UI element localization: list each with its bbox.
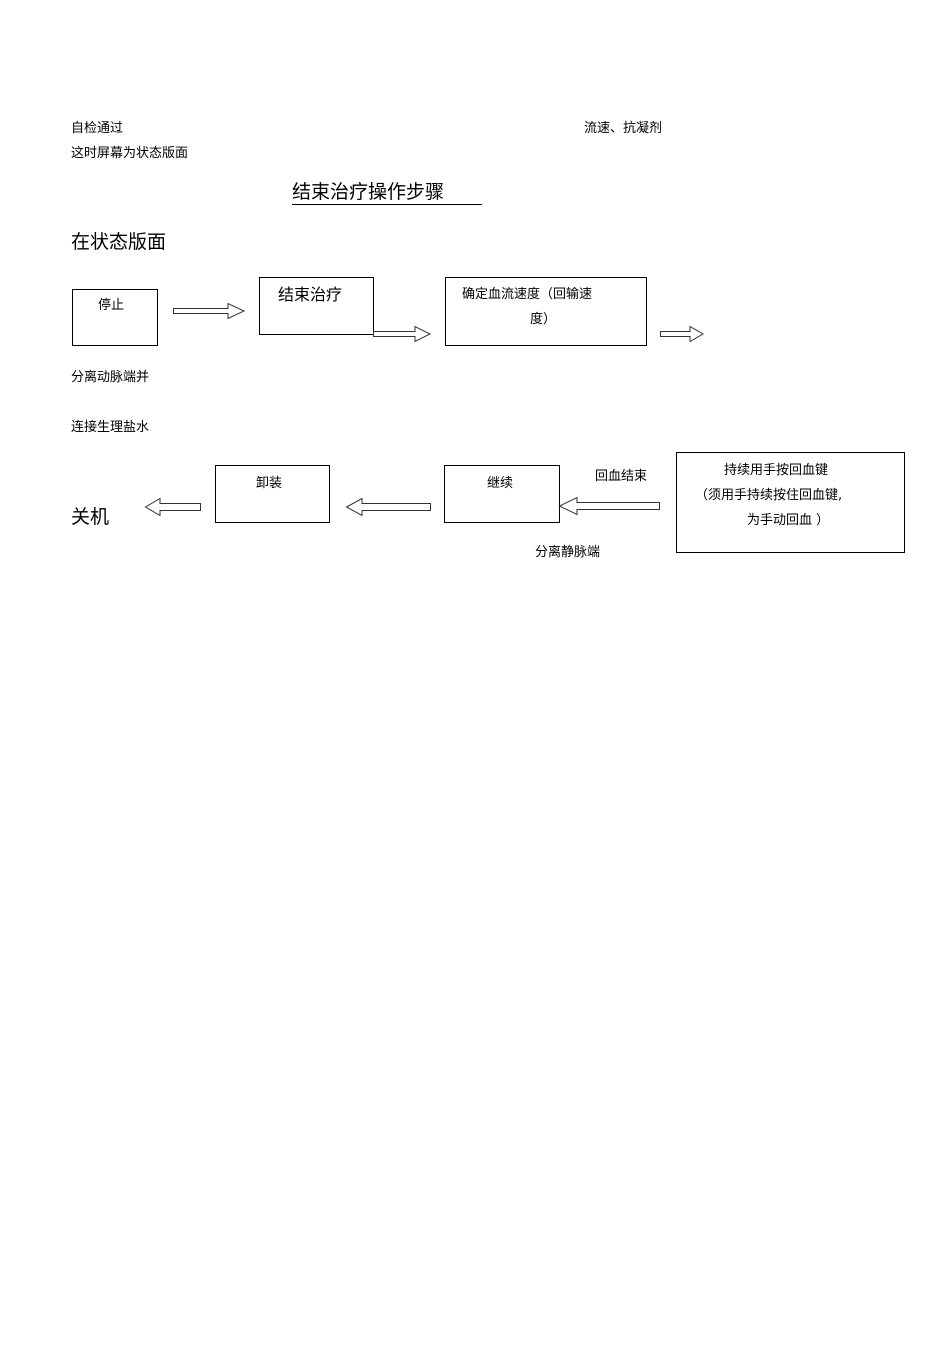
arrow-left-icon [345,497,431,517]
step-manual-return-line1: 持续用手按回血键 [724,463,829,478]
page-title: 结束治疗操作步骤 [292,180,482,205]
step-unload-label: 卸装 [256,476,283,491]
arrow-right-icon [373,325,432,343]
step-stop-box: 停止 [72,289,158,346]
step-set-flow-line2: 度） [530,312,557,327]
step-stop-label: 停止 [98,298,125,313]
arrow-right-icon [173,302,246,320]
note-separate-arterial: 分离动脉端并 [71,370,150,385]
arrow-left-icon [558,496,660,516]
arrow-left-icon [144,497,201,517]
label-return-done: 回血结束 [595,469,648,484]
step-continue-box: 继续 [444,465,560,523]
note-flow-anticoagulant: 流速、抗凝剂 [584,121,663,136]
step-manual-return-line3: 为手动回血 ） [747,513,830,528]
note-status-screen: 这时屏幕为状态版面 [71,146,189,161]
label-separate-venous: 分离静脉端 [535,545,601,560]
step-set-flow-box: 确定血流速度（回输速 度） [445,277,647,346]
step-manual-return-line2: （须用手持续按住回血键, [695,488,843,503]
step-set-flow-line1: 确定血流速度（回输速 [462,287,593,302]
step-end-treatment-box: 结束治疗 [259,277,374,335]
step-unload-box: 卸装 [215,465,330,523]
section-heading: 在状态版面 [71,231,167,253]
arrow-right-icon [660,325,705,343]
step-continue-label: 继续 [487,476,514,491]
step-shutdown-label: 关机 [71,506,110,528]
note-self-test-passed: 自检通过 [71,121,124,136]
note-connect-saline: 连接生理盐水 [71,420,150,435]
step-end-treatment-label: 结束治疗 [278,285,343,304]
step-manual-return-box: 持续用手按回血键 （须用手持续按住回血键, 为手动回血 ） [676,452,905,553]
